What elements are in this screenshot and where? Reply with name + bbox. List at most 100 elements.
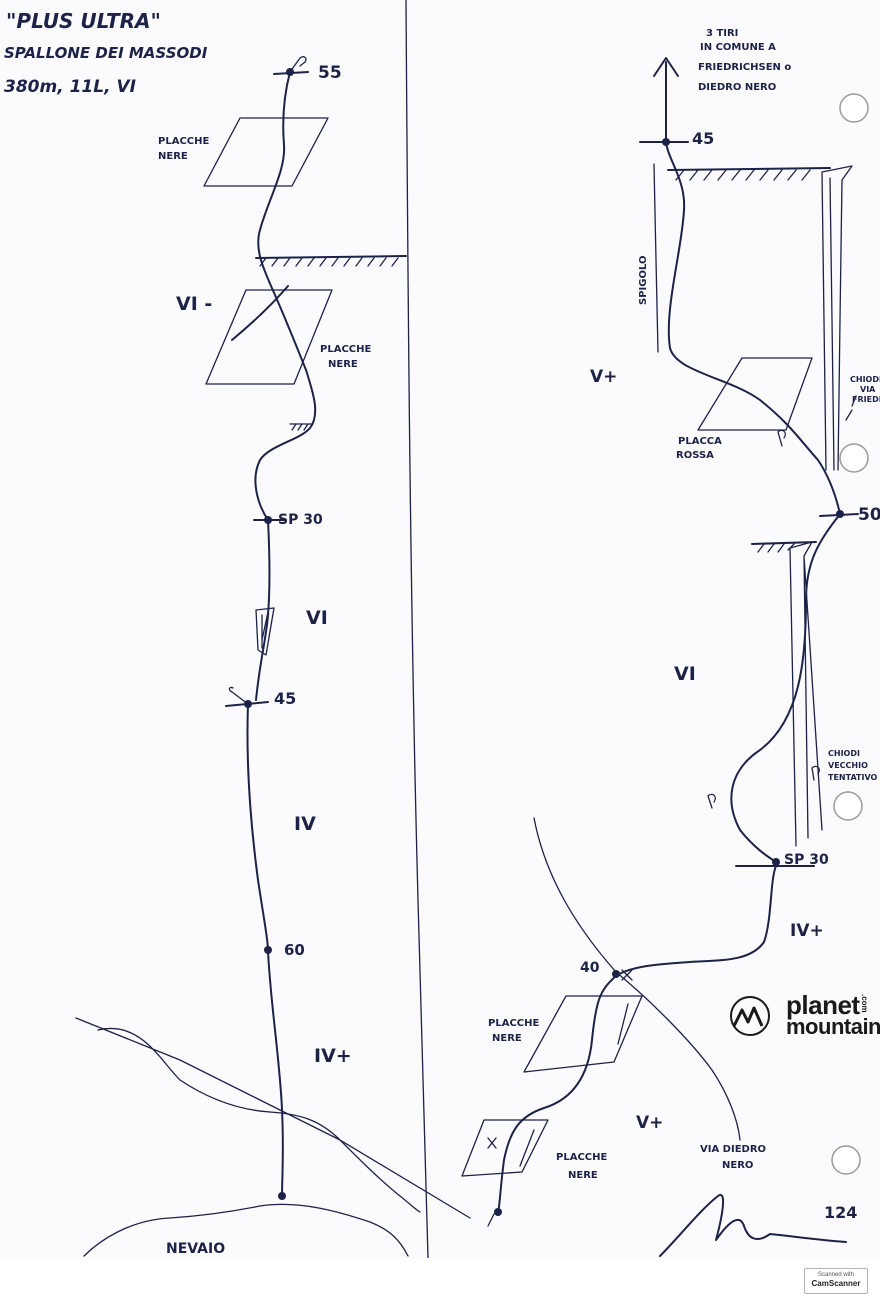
note-line-3: FRIEDRICHSEN o <box>698 62 791 73</box>
placche-1-shape <box>203 117 329 187</box>
route-start-right-dot <box>494 1208 502 1216</box>
roof-line-right-lower <box>751 541 817 545</box>
placche-nere-right-2-crack <box>519 1129 535 1167</box>
belay-55-label: 55 <box>318 63 342 83</box>
route-line-right-upper <box>665 141 841 515</box>
right-dihedral-upper <box>821 165 853 471</box>
diedro-nero-line <box>615 971 741 1141</box>
roof-line-left <box>255 255 407 259</box>
grade-vi-left: VI <box>306 607 328 629</box>
camscanner-text: CamScanner <box>811 1279 861 1288</box>
title-line-2: SPALLONE DEI MASSODI <box>4 44 208 62</box>
topo-sheet: "PLUS ULTRA" SPALLONE DEI MASSODI 380m, … <box>4 0 880 1258</box>
grade-vi-right: VI <box>674 663 696 685</box>
grade-iv-plus-right: IV+ <box>790 921 824 941</box>
route-topo-drawing: "PLUS ULTRA" SPALLONE DEI MASSODI 380m, … <box>4 0 880 1258</box>
chiodi-via-label-c: FRIEDR <box>852 395 880 404</box>
via-diedro-label-b: NERO <box>722 1160 753 1171</box>
piton-mark-3 <box>707 793 716 809</box>
placche-2-label-b: NERE <box>328 359 358 370</box>
binder-hole-3 <box>833 791 863 821</box>
belay-60-label: 60 <box>284 941 305 959</box>
title-line-1: "PLUS ULTRA" <box>6 9 161 33</box>
mountain-logo-icon <box>730 996 770 1036</box>
camscanner-badge: Scanned with CamScanner <box>804 1268 868 1294</box>
logo-word-mountain: mountain <box>786 1014 880 1039</box>
snowfield-label: NEVAIO <box>166 1241 225 1257</box>
placche-2-label-a: PLACCHE <box>320 344 371 355</box>
logo-word-com: .com <box>860 994 869 1013</box>
placche-nere-right-1-shape <box>523 995 643 1073</box>
grade-iv-plus-left: IV+ <box>314 1045 352 1067</box>
scanned-with-text: Scanned with <box>817 1272 855 1278</box>
dihedral-crack <box>255 607 275 656</box>
roof-hatch-right <box>675 169 811 181</box>
roof-line-right <box>667 167 831 171</box>
scan-footer: Scanned with CamScanner <box>0 1258 880 1300</box>
via-diedro-label-a: VIA DIEDRO <box>700 1144 766 1155</box>
grade-v-plus-lower: V+ <box>636 1113 663 1133</box>
route-start-dot <box>278 1192 286 1200</box>
ridge-line <box>533 817 617 973</box>
grade-vi-minus: VI - <box>176 293 212 315</box>
belay-sp30-right-dot <box>772 858 780 866</box>
belay-55-anchor-icon <box>289 56 307 73</box>
belay-40-label: 40 <box>580 960 600 976</box>
route-line-right-mid <box>730 513 841 863</box>
binder-hole-4 <box>831 1145 861 1175</box>
chiodi-vecchio-label-a: CHIODI <box>828 749 860 758</box>
roof-hatch-left <box>259 257 399 267</box>
page-divider-line <box>405 0 429 1258</box>
exit-arrow-head <box>653 57 679 77</box>
planetmountain-logo: planet mountain .com <box>724 990 880 1046</box>
piton-mark-1 <box>777 429 786 447</box>
placca-rossa-shape <box>697 357 813 431</box>
placche-2-shape <box>205 289 333 385</box>
page-number: 124 <box>824 1203 857 1222</box>
title-line-3: 380m, 11L, VI <box>4 77 136 97</box>
route-line-right-lower <box>497 865 777 1213</box>
placche-1-label-b: NERE <box>158 151 188 162</box>
placche-nere-right-2-label-a: PLACCHE <box>556 1152 607 1163</box>
placche-nere-right-1-label-a: PLACCHE <box>488 1018 539 1029</box>
chiodi-vecchio-label-c: TENTATIVO <box>828 773 878 782</box>
note-line-2: IN COMUNE A <box>700 42 776 53</box>
spigolo-label: SPIGOLO <box>638 256 649 305</box>
spigolo-line <box>653 163 659 353</box>
belay-sp30-right-label: SP 30 <box>784 852 829 868</box>
route-line-upper <box>254 71 317 521</box>
small-roof-hatch <box>291 423 309 431</box>
roof-hatch-right-lower <box>757 543 795 553</box>
piton-mark-2 <box>845 395 857 421</box>
note-line-1: 3 TIRI <box>706 28 738 39</box>
placche-1-label-a: PLACCHE <box>158 136 209 147</box>
belay-45-anchor-icon <box>228 686 249 705</box>
signature-scrawl <box>659 1193 847 1257</box>
start-right-tick <box>487 1213 495 1227</box>
route-line-cross <box>231 285 289 341</box>
chiodi-via-label-a: CHIODI <box>850 375 880 384</box>
placca-rossa-label-a: PLACCA <box>678 436 722 447</box>
chiodi-via-label-b: VIA <box>860 385 876 394</box>
placche-nere-right-1-label-b: NERE <box>492 1033 522 1044</box>
grade-v-plus-upper: V+ <box>590 367 617 387</box>
binder-hole-1 <box>839 93 869 123</box>
piton-mark-4 <box>811 765 820 781</box>
logo-word-planet: planet <box>786 990 860 1020</box>
belay-60-dot <box>264 946 272 954</box>
belay-40-dot <box>612 970 620 978</box>
belay-50-label: 50 <box>858 505 880 525</box>
cross-mark <box>487 1137 497 1149</box>
right-dihedral-lower <box>789 541 823 847</box>
terrain-line-2 <box>97 1027 421 1213</box>
placca-rossa-label-b: ROSSA <box>676 450 714 461</box>
placche-nere-right-2-shape <box>461 1119 549 1177</box>
placche-nere-right-1-crack <box>617 1003 629 1045</box>
belay-45-right-label: 45 <box>692 129 714 148</box>
belay-sp30-label: SP 30 <box>278 512 323 528</box>
terrain-line-1 <box>75 1017 471 1219</box>
placche-nere-right-2-label-b: NERE <box>568 1170 598 1181</box>
chiodi-vecchio-label-b: VECCHIO <box>828 761 868 770</box>
snowfield-edge <box>83 1203 409 1257</box>
grade-iv: IV <box>294 813 316 835</box>
